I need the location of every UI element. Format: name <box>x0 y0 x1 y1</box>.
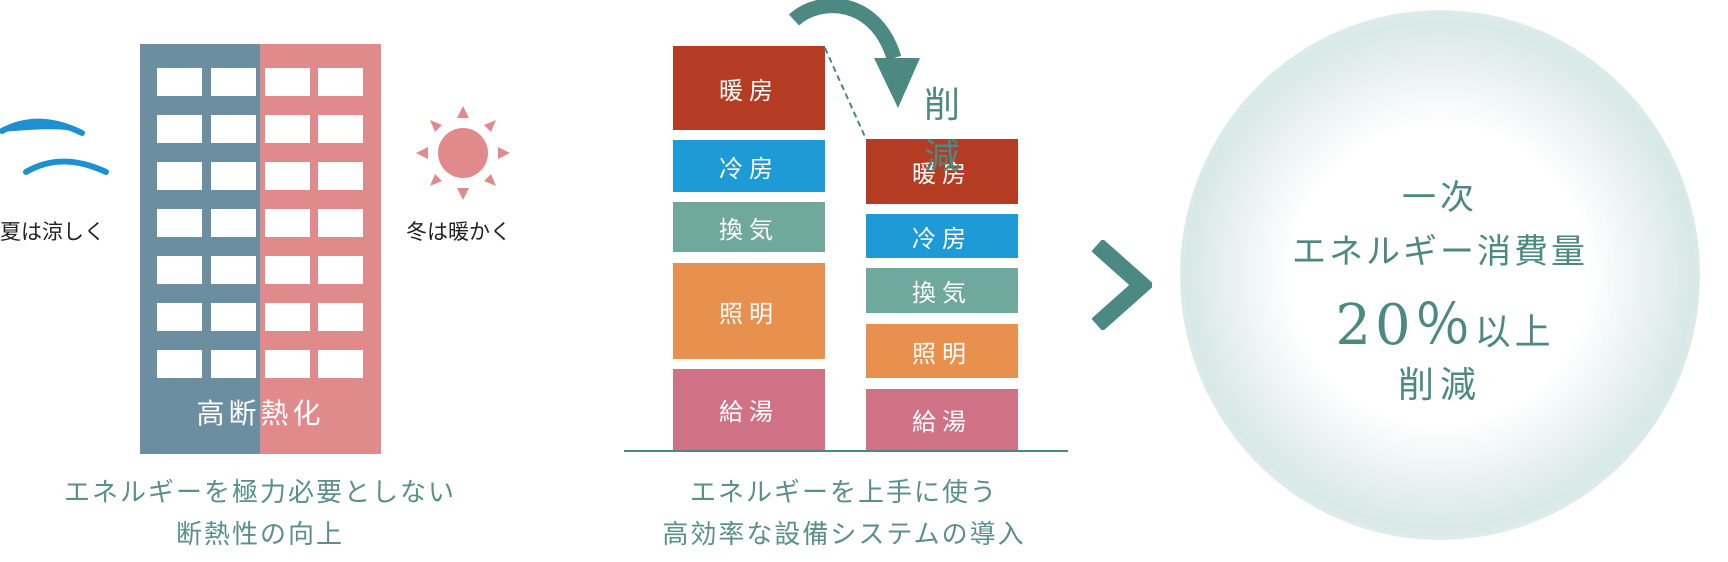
building-window <box>157 115 202 143</box>
building-window <box>265 209 310 237</box>
baseline <box>624 450 1068 452</box>
before-block-lighting: 照明 <box>673 263 825 359</box>
result-circle <box>1180 10 1700 540</box>
after-block-ventilation: 換気 <box>866 268 1018 313</box>
before-block-hot-water: 給湯 <box>673 369 825 450</box>
building-label: 高断熱化 <box>196 397 325 430</box>
building-window <box>157 68 202 96</box>
before-block-heating: 暖房 <box>673 46 825 130</box>
building-window <box>265 256 310 284</box>
building-window <box>211 209 256 237</box>
equipment-caption-line1: エネルギーを上手に使う <box>689 478 998 508</box>
after-block-lighting: 照明 <box>866 324 1018 378</box>
chevron-right-icon <box>1092 240 1152 330</box>
building-window <box>318 350 363 378</box>
result-figure: 20％以上 <box>1310 280 1580 361</box>
summer-label: 夏は涼しく <box>0 220 105 244</box>
equipment-caption-line2: 高効率な設備システムの導入 <box>662 520 1026 550</box>
building-window <box>211 256 256 284</box>
building-window <box>318 256 363 284</box>
building-window <box>211 350 256 378</box>
after-block-cooling: 冷房 <box>866 214 1018 258</box>
result-line2: エネルギー消費量 <box>1292 232 1588 272</box>
after-block-hot-water: 給湯 <box>866 389 1018 450</box>
reduction-arrow-icon <box>788 0 920 140</box>
building-window <box>318 162 363 190</box>
result-percent: 20％ <box>1335 293 1475 358</box>
building-window <box>318 115 363 143</box>
reduction-label: 削減 <box>924 85 965 178</box>
building-window <box>157 209 202 237</box>
building-window <box>211 303 256 331</box>
building-warm-side <box>260 44 381 454</box>
building-window <box>265 303 310 331</box>
building-window <box>211 68 256 96</box>
building-window <box>265 68 310 96</box>
result-suffix: 以上 <box>1474 312 1555 353</box>
building-window <box>318 209 363 237</box>
insulation-caption: エネルギーを極力必要としない 断熱性の向上 <box>20 472 500 556</box>
winter-label: 冬は暖かく <box>406 220 511 244</box>
after-block-heating: 暖房 <box>866 139 1018 204</box>
building-window <box>318 303 363 331</box>
building-cool-side <box>140 44 260 454</box>
equipment-caption: エネルギーを上手に使う 高効率な設備システムの導入 <box>594 472 1094 556</box>
building-window <box>265 162 310 190</box>
result-line1: 一次 <box>1402 178 1478 218</box>
building-window <box>157 350 202 378</box>
result-line4: 削減 <box>1397 365 1482 406</box>
building-window <box>265 350 310 378</box>
building-window <box>157 162 202 190</box>
building-window <box>318 68 363 96</box>
building-window <box>211 115 256 143</box>
building-window <box>211 162 256 190</box>
building-window <box>265 115 310 143</box>
insulation-caption-line1: エネルギーを極力必要としない <box>63 478 456 508</box>
sun-icon <box>416 106 510 200</box>
insulation-caption-line2: 断熱性の向上 <box>175 520 344 550</box>
building-window <box>157 303 202 331</box>
building-window <box>157 256 202 284</box>
before-block-ventilation: 換気 <box>673 202 825 252</box>
wave-icon <box>0 118 109 175</box>
before-block-cooling: 冷房 <box>673 140 825 192</box>
